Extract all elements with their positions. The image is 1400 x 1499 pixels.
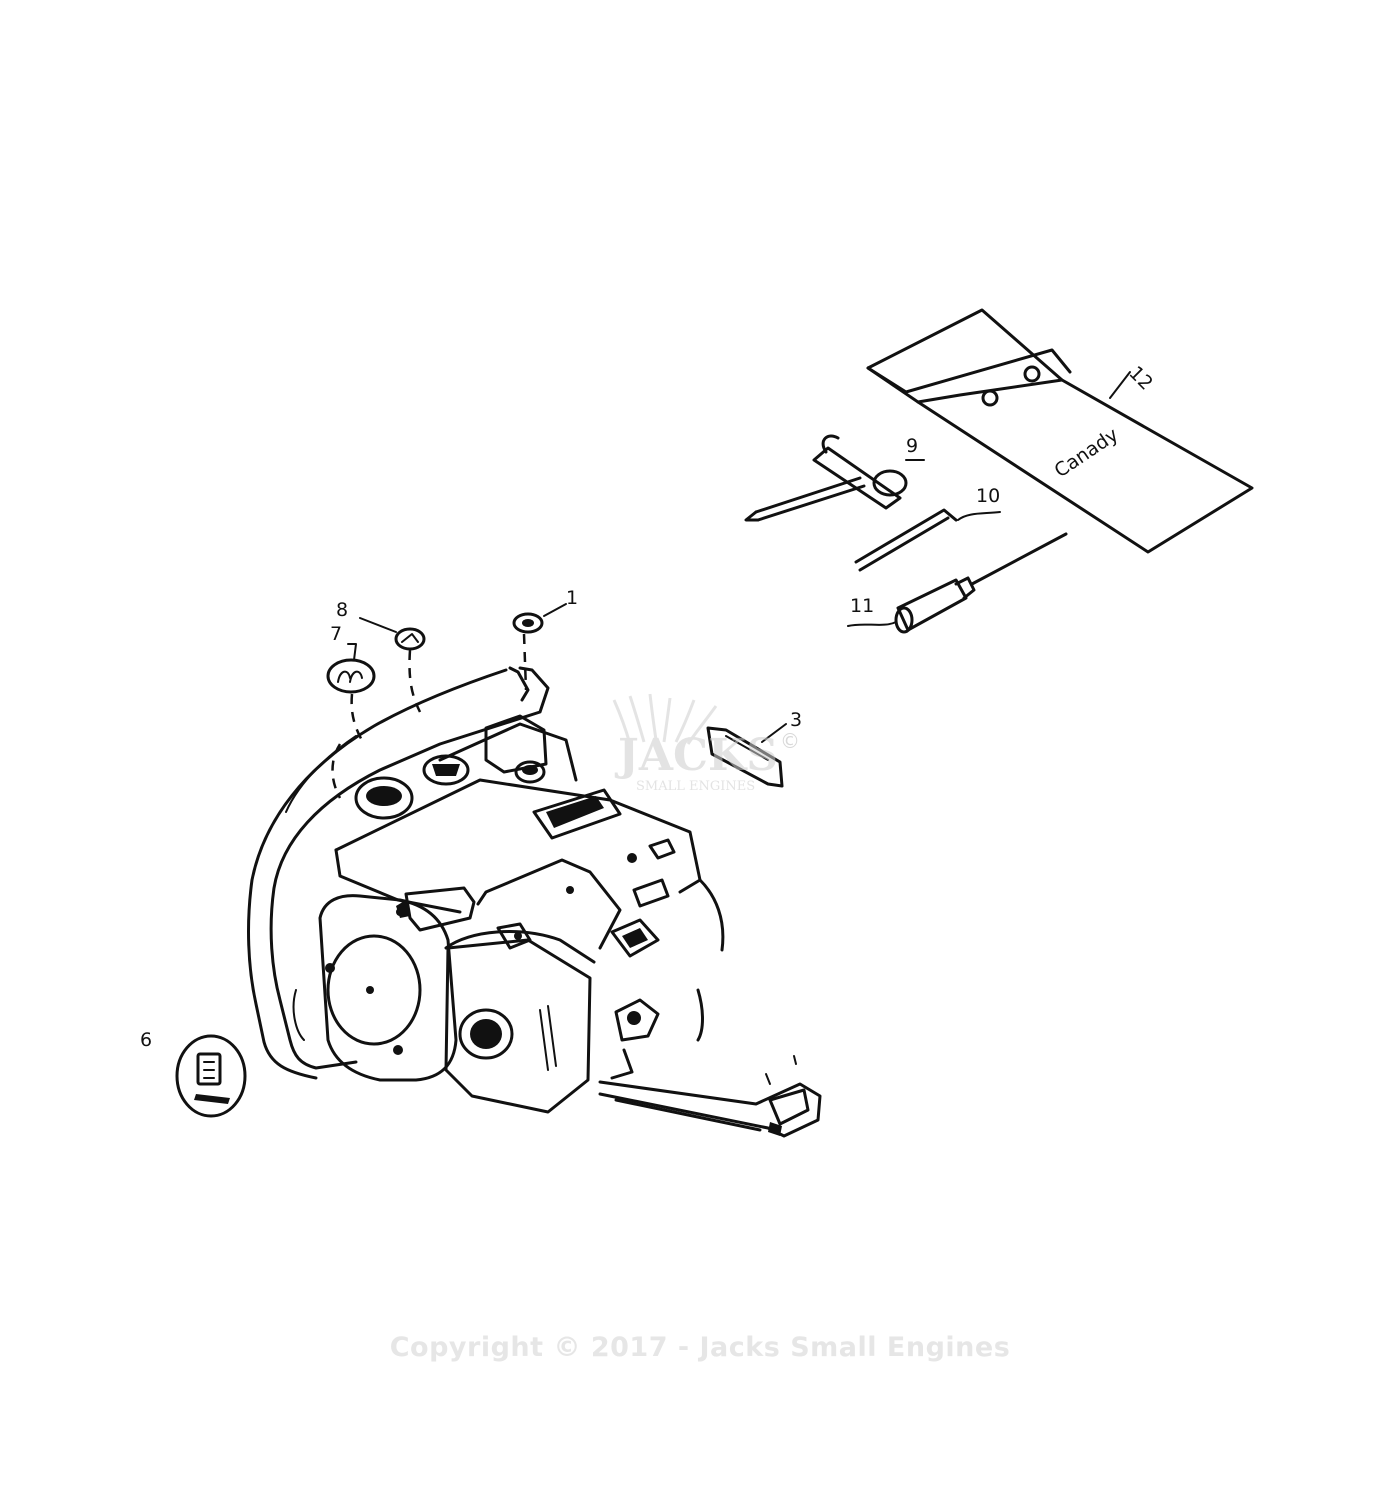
callout-3: 3	[790, 709, 802, 731]
callout-6: 6	[140, 1029, 152, 1051]
jacks-watermark-logo: JACKS © SMALL ENGINES	[612, 693, 800, 794]
part-10-hex-key	[854, 508, 958, 572]
callout-11: 11	[850, 595, 874, 617]
chain-cover-label: Canady	[1050, 424, 1122, 482]
part-6-decal	[175, 1034, 247, 1118]
part-8-decal	[394, 627, 426, 651]
part-1-cap	[512, 612, 544, 634]
part-3-label	[706, 726, 784, 788]
part-9-t-wrench	[744, 434, 908, 522]
part-11-screwdriver	[894, 532, 1068, 634]
callout-7: 7	[330, 623, 342, 645]
callout-12: 12	[1124, 362, 1157, 395]
callout-10: 10	[976, 485, 1000, 507]
watermark-logo-mark: ©	[780, 729, 800, 753]
part-12-bar-cover: Canady	[866, 308, 1254, 554]
watermark-logo-main: JACKS	[614, 730, 778, 781]
copyright-watermark: Copyright © 2017 - Jacks Small Engines	[389, 1332, 1011, 1363]
callout-1: 1	[566, 587, 578, 609]
part-7-decal	[326, 658, 376, 694]
watermark-logo-sub: SMALL ENGINES	[636, 779, 755, 794]
callout-9: 9	[906, 435, 918, 457]
chainsaw-body	[247, 666, 822, 1138]
callout-8: 8	[336, 599, 348, 621]
